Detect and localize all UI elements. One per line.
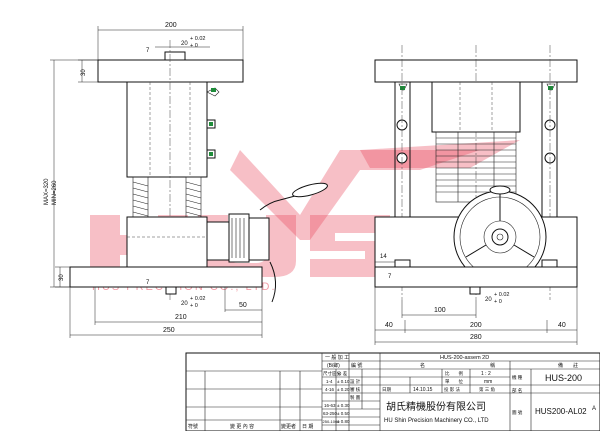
company-name-cn: 胡氏精機股份有限公司	[386, 400, 486, 413]
scale-value: 1 : 2	[481, 371, 491, 377]
tol-val-2: ± 0.20	[337, 387, 350, 392]
tol-val-1: ± 0.10	[337, 379, 350, 384]
model-value: HUS-200	[545, 373, 582, 383]
tol-val-4: ± 0.50	[337, 411, 350, 416]
tol-top-nominal: 20	[181, 41, 188, 47]
title-block: 符號 變 更 內 容 變更者 日 期 一 般 加 工 (Bi鎯) 尺寸區分 公 …	[185, 352, 600, 431]
tol-front-nominal: 20	[485, 297, 492, 303]
projection-value: 第 三 角	[479, 386, 495, 393]
company-name-en: HU Shin Precision Machinery CO., LTD	[384, 418, 489, 424]
side-view: 200 7 20 + 0.02 + 0 30	[44, 22, 328, 338]
dim-text-max: MAX=320	[44, 178, 50, 205]
column-body-side	[126, 81, 208, 178]
col-spec: 稱	[490, 362, 495, 369]
gearbox-side	[126, 216, 208, 268]
unit-label: 單 位	[445, 378, 463, 384]
tol-front-upper: + 0.02	[494, 292, 509, 298]
tol-range-1: 1-4	[326, 379, 333, 384]
crank-arm-side	[259, 191, 311, 211]
role-draft: 製 圖	[350, 394, 361, 401]
projection-label: 投 影 法	[444, 386, 461, 393]
bellows-side	[132, 176, 202, 218]
grease-nipple-icon	[548, 86, 553, 90]
dim-text-210: 210	[175, 314, 187, 321]
date-label: 日期	[382, 387, 391, 393]
rev-col-changer: 變更者	[281, 423, 296, 430]
dim-text-40-right: 40	[558, 322, 566, 329]
dim-text-30-top: 30	[81, 69, 87, 76]
tol-bottom-lower: + 0	[190, 303, 198, 309]
unit-value: mm	[484, 379, 492, 385]
sensor-icon	[209, 152, 213, 156]
dim-text-250: 250	[163, 327, 175, 334]
dim-text-7-top: 7	[146, 48, 150, 54]
tol-top-lower: + 0	[190, 43, 198, 49]
drawing-title: HUS-200-assem 2D	[440, 355, 489, 361]
part-label: 部 名	[512, 387, 522, 394]
col-name: 名	[420, 362, 425, 369]
input-housing-side	[206, 221, 230, 261]
tol-bottom-upper: + 0.02	[190, 296, 205, 302]
dim-text-7-front: 7	[388, 274, 392, 280]
tol-val-5: ± 0.80	[337, 419, 350, 424]
drawing-no: HUS200-AL02	[535, 407, 587, 416]
tolerance-col-tol: 公 差	[337, 370, 348, 376]
col-remark: 備 註	[558, 362, 578, 369]
tol-range-2: 4-16	[325, 387, 335, 392]
sensor-icon	[209, 122, 213, 126]
dim-text-40-left: 40	[385, 322, 393, 329]
tolerance-unit: (Bi鎯)	[327, 362, 340, 369]
dim-text-30-bottom: 30	[59, 274, 65, 281]
scale-label: 比 例	[445, 370, 463, 377]
crank-handle-front[interactable]	[489, 185, 511, 195]
top-plate-side	[97, 59, 244, 83]
role-number: 編 號	[351, 362, 362, 369]
date-value: 14.10.15	[413, 387, 433, 393]
model-label: 機 種	[512, 374, 523, 381]
role-design: 設 計	[350, 378, 361, 385]
dim-text-min: MIN=260	[52, 180, 58, 205]
tol-range-4: 63-250	[323, 411, 338, 416]
grease-nipple-icon	[400, 86, 405, 90]
column-front	[431, 81, 521, 133]
hus-watermark: HUS PRECISION CO., LTD. ®	[90, 140, 520, 293]
tolerance-col-range: 尺寸區分	[323, 370, 341, 377]
rev-col-symbol: 符號	[188, 423, 198, 430]
dim-text-50: 50	[239, 302, 247, 309]
role-review: 審 核	[350, 386, 361, 393]
tol-bottom-nominal: 20	[181, 301, 188, 307]
dim-text-200-front: 200	[470, 322, 482, 329]
rev-col-date: 日 期	[302, 424, 313, 430]
crank-handle-side[interactable]	[291, 181, 328, 200]
grease-nipple-icon	[211, 88, 216, 92]
tol-range-5: 250-1000	[323, 419, 341, 424]
dim-text-100: 100	[434, 307, 446, 314]
tol-top-upper: + 0.02	[190, 36, 205, 42]
dim-text-200: 200	[165, 22, 177, 29]
dim-text-280: 280	[470, 334, 482, 341]
tol-range-3: 16-63	[324, 403, 336, 408]
base-plate-side	[69, 266, 263, 288]
front-view: 14 7 100 20 + 0.02 + 0 40 200 40 280	[374, 45, 578, 345]
revision-marker: A	[592, 406, 596, 412]
tol-front-lower: + 0	[494, 299, 502, 305]
tol-val-3: ± 0.30	[337, 403, 350, 408]
rev-col-content: 變 更 內 容	[230, 423, 254, 430]
dim-text-7-bottom: 7	[146, 280, 150, 286]
drawing-no-label: 圖 號	[512, 409, 523, 416]
dim-text-14: 14	[380, 254, 387, 260]
base-plate-front	[374, 266, 578, 288]
tolerance-header: 一 般 加 工	[325, 354, 349, 361]
